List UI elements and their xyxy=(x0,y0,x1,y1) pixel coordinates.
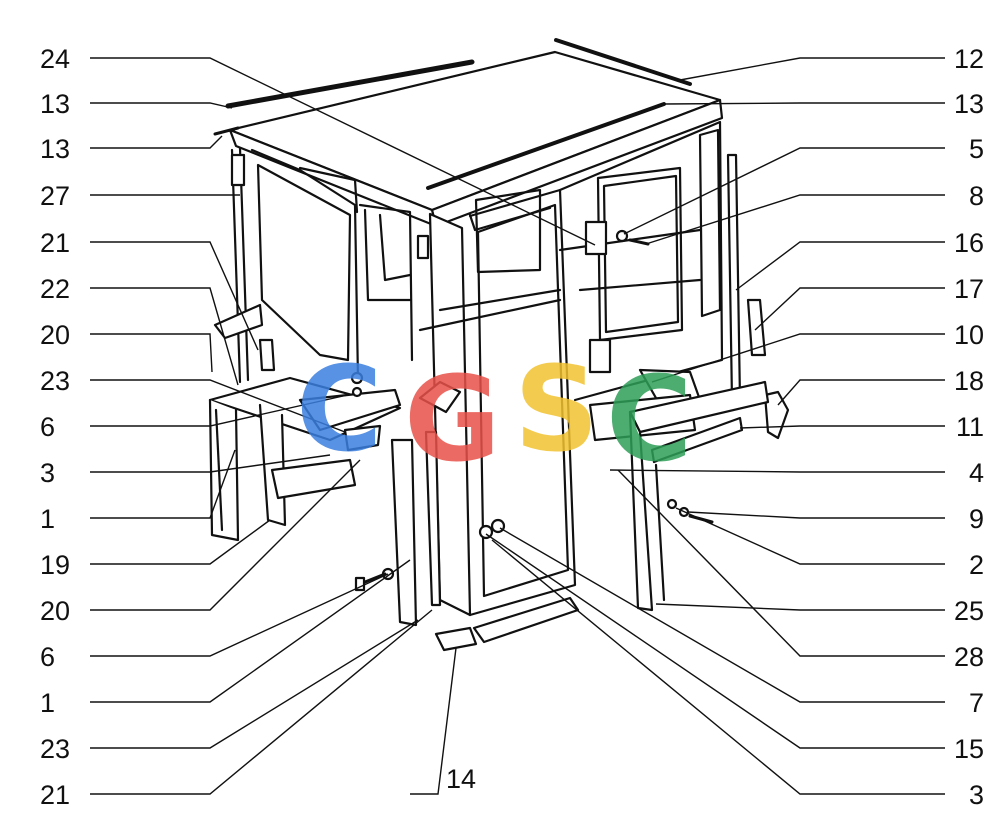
leader-right-3 xyxy=(623,147,945,235)
leader-left-14 xyxy=(90,573,389,657)
leader-right-6 xyxy=(754,287,945,331)
callout-left-15: 1 xyxy=(40,688,55,718)
callout-right-4: 8 xyxy=(969,181,984,211)
leader-left-16 xyxy=(90,619,419,749)
callout-left-1: 24 xyxy=(40,44,70,74)
left-callouts: 24 13 13 27 21 22 20 23 6 3 1 19 20 6 1 23 21 xyxy=(40,44,70,810)
callout-right-10: 4 xyxy=(969,458,984,488)
callout-right-13: 25 xyxy=(954,596,984,626)
callout-left-17: 21 xyxy=(40,780,70,810)
callout-left-10: 3 xyxy=(40,458,55,488)
leader-left-7 xyxy=(90,333,213,373)
leader-lines xyxy=(90,57,945,795)
leader-right-14 xyxy=(617,469,945,657)
callout-left-9: 6 xyxy=(40,412,55,442)
callout-bottom: 14 xyxy=(446,764,476,794)
watermark-letter-c1: C xyxy=(296,340,383,478)
callout-right-3: 5 xyxy=(969,134,984,164)
leader-left-10 xyxy=(90,454,331,473)
left-lower-parts xyxy=(208,303,462,542)
callout-right-8: 18 xyxy=(954,366,984,396)
floor-mats xyxy=(434,518,580,652)
leader-right-1 xyxy=(679,57,945,81)
leader-left-1 xyxy=(90,57,596,246)
leader-right-9 xyxy=(739,425,945,429)
callout-right-16: 15 xyxy=(954,734,984,764)
leader-left-3 xyxy=(90,135,223,149)
callout-left-13: 20 xyxy=(40,596,70,626)
callout-right-12: 2 xyxy=(969,550,984,580)
leader-left-11 xyxy=(90,449,236,519)
leader-right-2 xyxy=(663,102,945,105)
callout-left-14: 6 xyxy=(40,642,55,672)
callout-left-16: 23 xyxy=(40,734,70,764)
leader-left-17 xyxy=(90,609,433,795)
callout-right-11: 9 xyxy=(969,504,984,534)
leader-left-9 xyxy=(90,393,353,427)
callout-left-12: 19 xyxy=(40,550,70,580)
leader-left-8 xyxy=(90,379,346,433)
leader-right-11 xyxy=(687,511,945,519)
rear-frame xyxy=(230,146,414,384)
leader-right-4 xyxy=(645,194,945,245)
leader-right-10 xyxy=(609,469,945,473)
leader-bottom xyxy=(410,647,457,795)
callout-right-9: 11 xyxy=(956,412,984,442)
leader-right-8 xyxy=(777,379,945,406)
door-hinges xyxy=(584,220,650,374)
leader-right-16 xyxy=(485,533,945,749)
leader-left-5 xyxy=(90,241,259,351)
leader-left-2 xyxy=(90,102,233,109)
leader-left-6 xyxy=(90,287,239,386)
cab-drawing xyxy=(208,38,790,652)
watermark-letter-g: G xyxy=(404,350,501,488)
callout-left-8: 23 xyxy=(40,366,70,396)
callout-left-2: 13 xyxy=(40,89,70,119)
callout-right-7: 10 xyxy=(954,320,984,350)
leader-right-5 xyxy=(735,241,945,291)
watermark-letter-s: S xyxy=(514,340,599,478)
right-lower-panel xyxy=(628,380,770,612)
callout-right-14: 28 xyxy=(954,642,984,672)
callout-left-4: 27 xyxy=(40,181,70,211)
callout-left-6: 22 xyxy=(40,274,70,304)
leader-right-7 xyxy=(651,333,945,383)
cgsc-watermark: C G S C xyxy=(296,340,693,488)
callout-right-17: 3 xyxy=(969,780,984,810)
callout-left-7: 20 xyxy=(40,320,70,350)
leader-right-17 xyxy=(491,539,945,795)
leader-left-12 xyxy=(90,519,271,565)
callout-right-2: 13 xyxy=(954,89,984,119)
left-seal-strips xyxy=(354,430,442,627)
leader-right-13 xyxy=(655,603,945,611)
leader-right-15 xyxy=(499,527,945,703)
callout-right-5: 16 xyxy=(954,228,984,258)
callout-right-6: 17 xyxy=(954,274,984,304)
callout-left-5: 21 xyxy=(40,228,70,258)
roof-seal-strips xyxy=(213,38,692,190)
callout-right-15: 7 xyxy=(969,688,984,718)
leader-left-15 xyxy=(90,559,411,703)
callout-right-1: 12 xyxy=(954,44,984,74)
right-callouts: 12 13 5 8 16 17 10 18 11 4 9 2 25 28 7 15 3 xyxy=(954,44,984,810)
callout-left-11: 1 xyxy=(40,504,55,534)
leader-right-12 xyxy=(675,507,945,565)
watermark-letter-c2: C xyxy=(606,350,693,488)
roof xyxy=(228,50,724,228)
callout-left-3: 13 xyxy=(40,134,70,164)
leader-left-13 xyxy=(90,459,361,611)
